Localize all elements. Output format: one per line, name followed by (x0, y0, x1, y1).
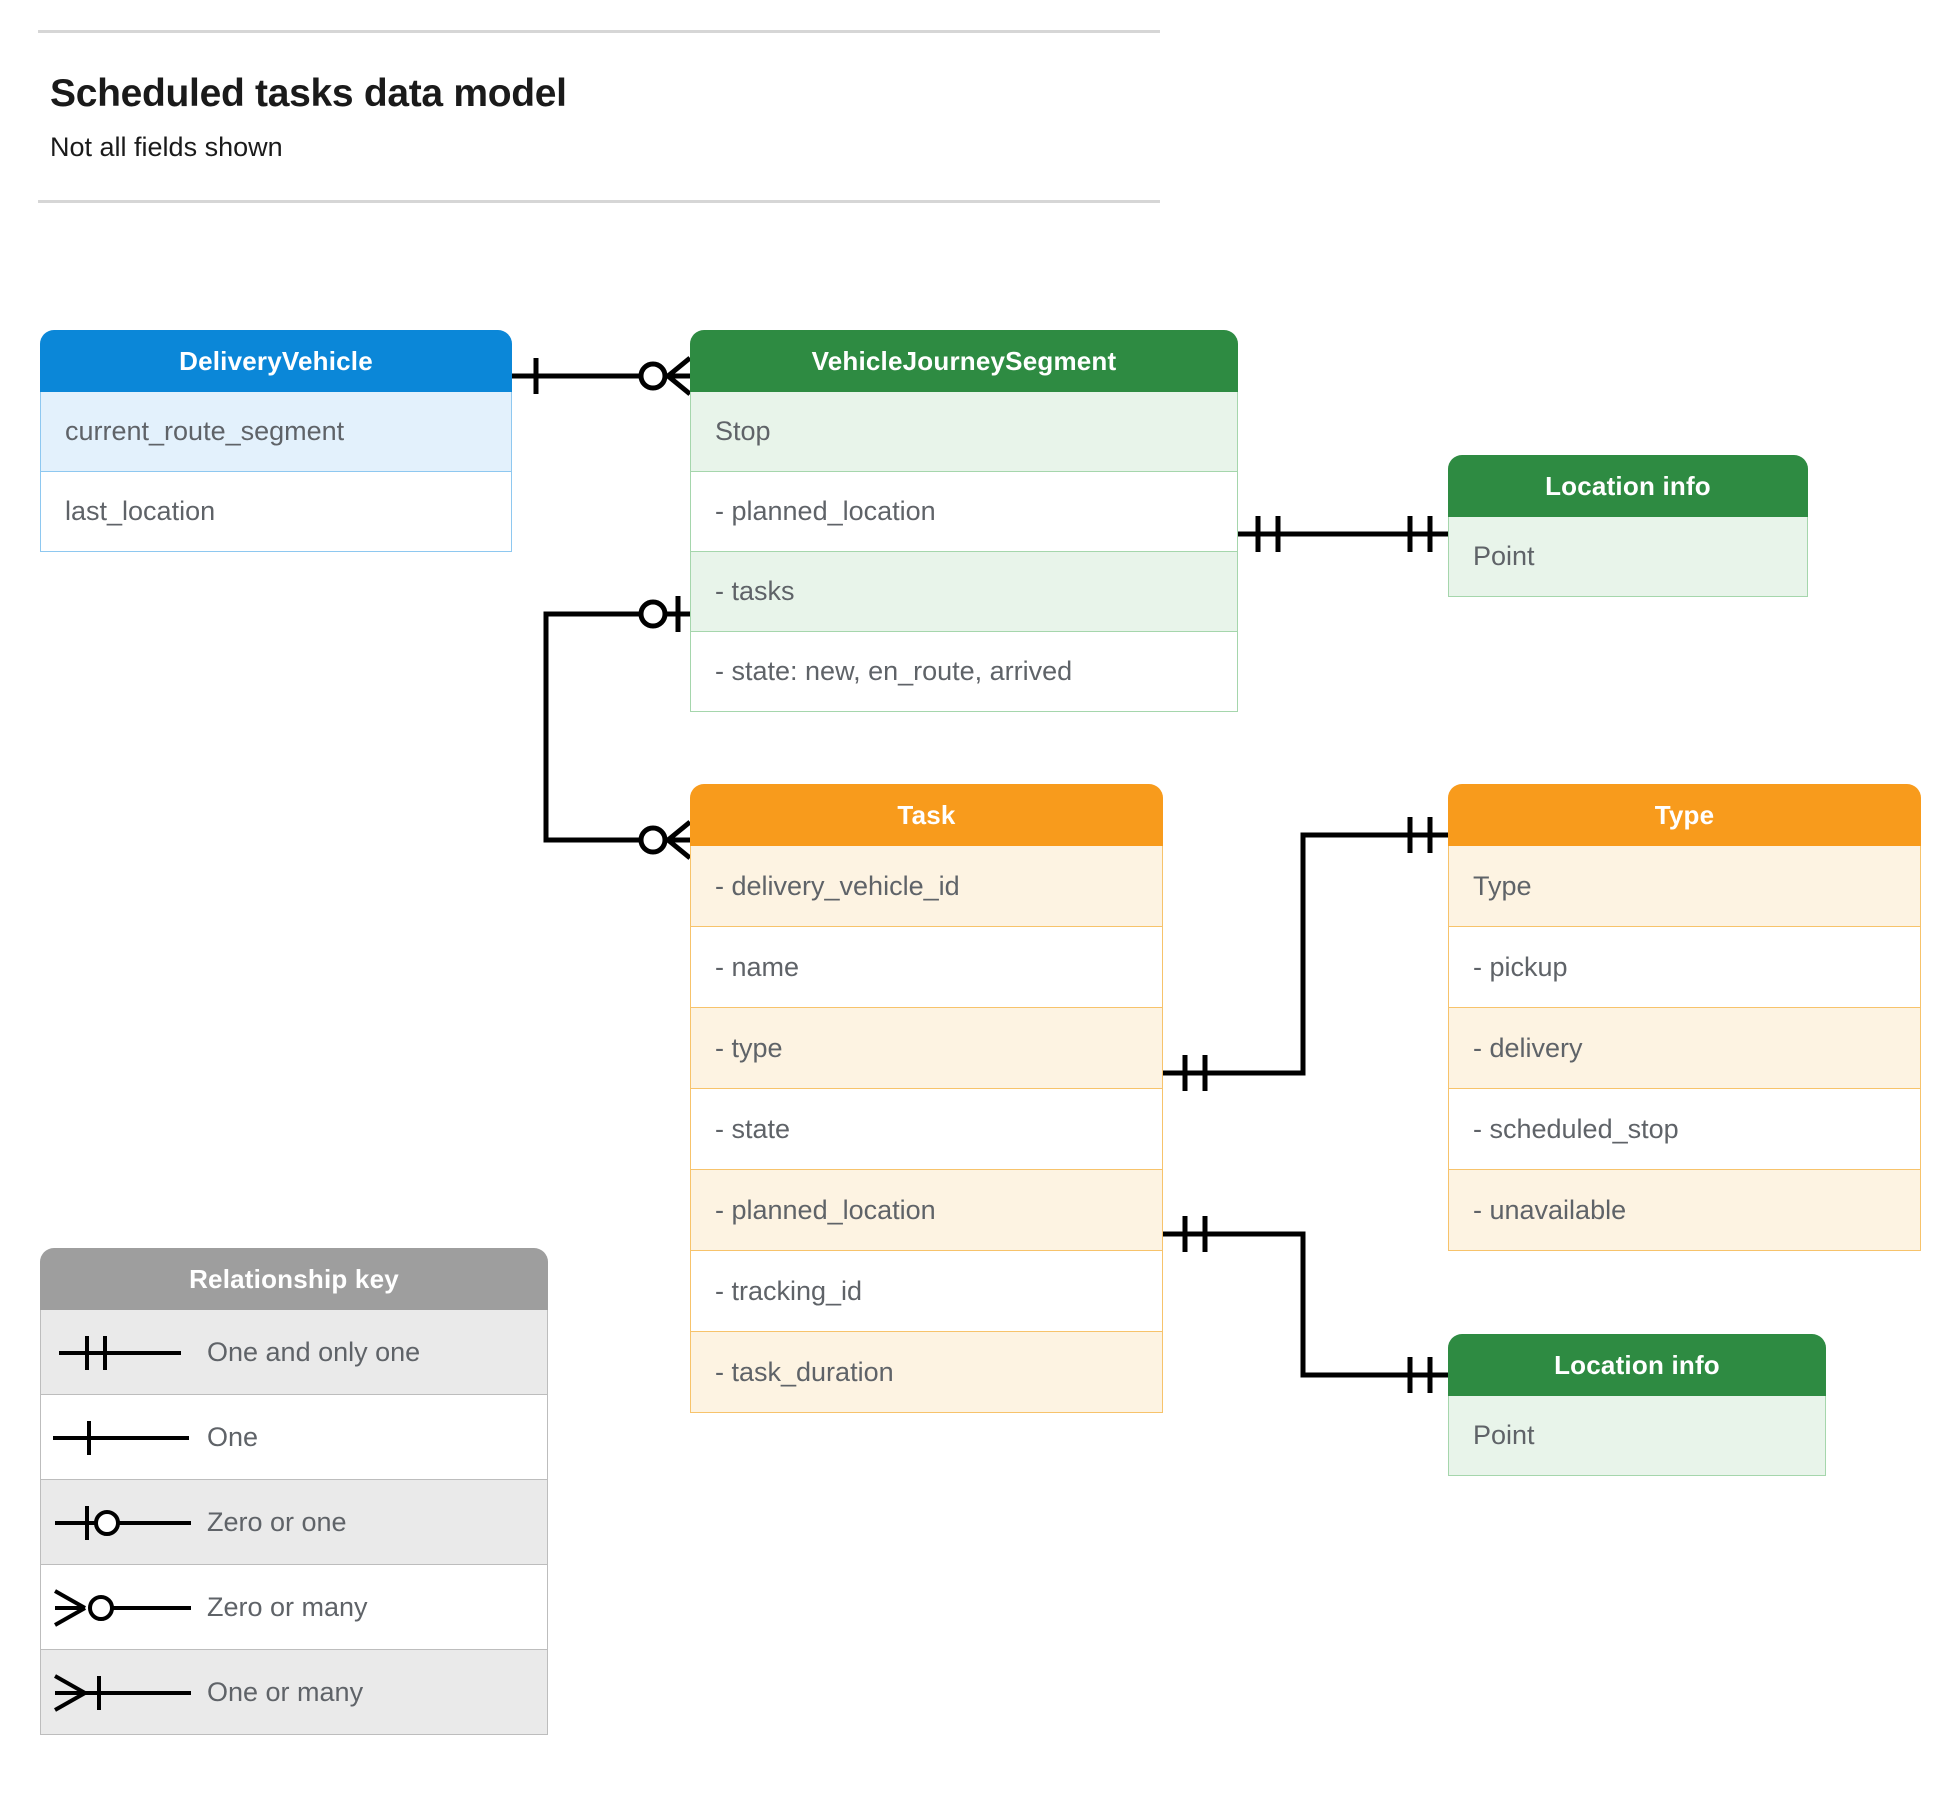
one-icon (41, 1395, 207, 1479)
field-task-planned-location: - planned_location (690, 1170, 1163, 1251)
entity-location-info-top[interactable]: Location info Point (1448, 455, 1808, 597)
header-divider-bottom (38, 200, 1160, 203)
legend-item-one: One (40, 1395, 548, 1480)
entity-header-task: Task (690, 784, 1163, 846)
field-task-type: - type (690, 1008, 1163, 1089)
field-type-type: Type (1448, 846, 1921, 927)
legend-label-zero-or-one: Zero or one (207, 1506, 347, 1537)
entity-location-info-bottom[interactable]: Location info Point (1448, 1334, 1826, 1476)
field-location-info-bottom-point: Point (1448, 1396, 1826, 1476)
entity-header-location-info-bottom: Location info (1448, 1334, 1826, 1396)
legend-item-one-and-only-one: One and only one (40, 1310, 548, 1395)
header-divider-top (38, 30, 1160, 33)
zero-or-many-icon (41, 1565, 207, 1649)
legend-header: Relationship key (40, 1248, 548, 1310)
entity-header-location-info-top: Location info (1448, 455, 1808, 517)
legend-label-one: One (207, 1421, 259, 1452)
entity-header-type: Type (1448, 784, 1921, 846)
page-subtitle: Not all fields shown (50, 132, 283, 162)
field-stop: Stop (690, 392, 1238, 472)
field-last-location: last_location (40, 472, 512, 552)
entity-type[interactable]: Type Type - pickup - delivery - schedule… (1448, 784, 1921, 1251)
legend-item-zero-or-many: Zero or many (40, 1565, 548, 1650)
field-vjs-planned-location: - planned_location (690, 472, 1238, 552)
field-type-pickup: - pickup (1448, 927, 1921, 1008)
legend-label-one-or-many: One or many (207, 1676, 364, 1707)
field-vjs-tasks: - tasks (690, 552, 1238, 632)
entity-header-delivery-vehicle: DeliveryVehicle (40, 330, 512, 392)
field-task-delivery-vehicle-id: - delivery_vehicle_id (690, 846, 1163, 927)
page-title: Scheduled tasks data model (50, 72, 567, 115)
legend-item-zero-or-one: Zero or one (40, 1480, 548, 1565)
field-vjs-state: - state: new, en_route, arrived (690, 632, 1238, 712)
one-and-only-one-icon (41, 1310, 207, 1394)
entity-vehicle-journey-segment[interactable]: VehicleJourneySegment Stop - planned_loc… (690, 330, 1238, 712)
one-or-many-icon (41, 1650, 207, 1734)
field-type-unavailable: - unavailable (1448, 1170, 1921, 1251)
field-task-task-duration: - task_duration (690, 1332, 1163, 1413)
field-task-name: - name (690, 927, 1163, 1008)
entity-delivery-vehicle[interactable]: DeliveryVehicle current_route_segment la… (40, 330, 512, 552)
field-task-state: - state (690, 1089, 1163, 1170)
field-current-route-segment: current_route_segment (40, 392, 512, 472)
legend-label-zero-or-many: Zero or many (207, 1591, 368, 1622)
field-location-info-top-point: Point (1448, 517, 1808, 597)
legend-item-one-or-many: One or many (40, 1650, 548, 1735)
field-task-tracking-id: - tracking_id (690, 1251, 1163, 1332)
legend-label-one-and-only-one: One and only one (207, 1336, 421, 1367)
zero-or-one-icon (41, 1480, 207, 1564)
legend-relationship-key[interactable]: Relationship key One and only one (40, 1248, 548, 1735)
field-type-scheduled-stop: - scheduled_stop (1448, 1089, 1921, 1170)
entity-header-vehicle-journey-segment: VehicleJourneySegment (690, 330, 1238, 392)
entity-task[interactable]: Task - delivery_vehicle_id - name - type… (690, 784, 1163, 1413)
field-type-delivery: - delivery (1448, 1008, 1921, 1089)
